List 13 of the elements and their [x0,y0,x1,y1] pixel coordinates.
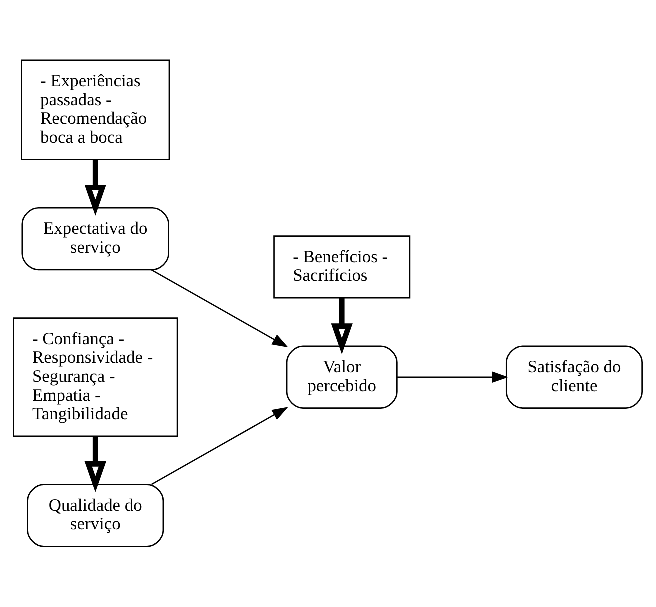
node-box: Expectativa do serviço [22,207,170,271]
arrow [397,372,509,384]
node-box: Valor percebido [286,346,398,409]
node-box: Satisfação do cliente [506,346,643,409]
node-box: - Confiança - Responsividade - Segurança - Empatia - Tangibilidade [13,318,178,438]
arrow [151,407,288,486]
arrow [151,270,288,348]
node-box: - Experiências passadas - Recomendação boca a boca [21,60,170,160]
arrow [84,436,106,493]
node-box: Qualidade do serviço [27,484,164,548]
arrow [84,160,106,216]
arrow [331,298,353,355]
node-box: - Benefícios - Sacrifícios [274,236,411,299]
